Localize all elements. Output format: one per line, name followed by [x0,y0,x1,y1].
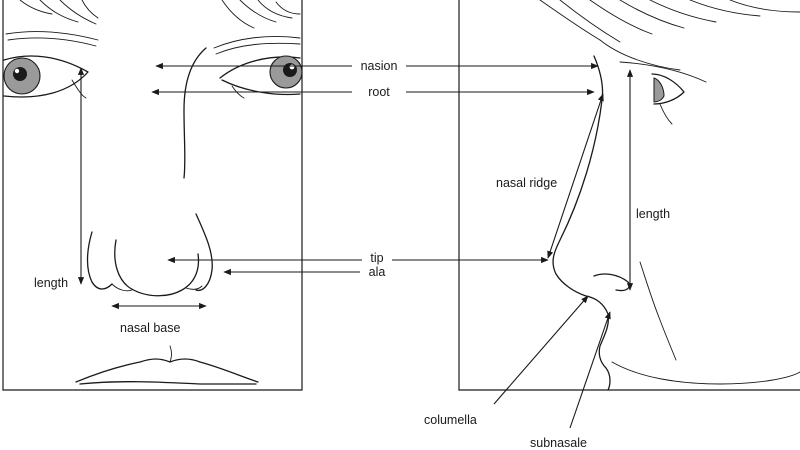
profile-outline [552,55,611,391]
nasal-ridge-arrow [547,93,604,259]
right-eyebrow [213,36,301,55]
label-nasal-ridge: nasal ridge [496,176,557,190]
annotation-arrows [77,62,634,429]
cheek-line [639,261,677,361]
front-hair [19,0,301,29]
label-tip: tip [370,251,383,265]
label-length-front: length [34,276,68,290]
front-lips [75,345,259,385]
label-columella: columella [424,413,477,427]
profile-eye [651,73,685,125]
label-nasion: nasion [361,59,398,73]
columella-arrow [493,295,589,405]
label-nasal-base: nasal base [120,321,181,335]
subnasale-arrow [569,311,611,429]
label-ala: ala [369,265,386,279]
label-root: root [368,85,390,99]
annotation-labels: nasion root tip ala length nasal base na… [34,59,670,450]
profile-eyebrow [619,61,707,83]
profile-lip-line [611,361,800,385]
nose-bridge-line [183,47,207,179]
label-subnasale: subnasale [530,436,587,450]
profile-nostril [593,273,630,292]
left-eyebrow [5,31,99,47]
front-nose [86,213,213,297]
front-panel-frame [2,0,303,391]
left-eye [3,55,89,99]
profile-panel-frame [458,0,800,391]
label-length-profile: length [636,207,670,221]
profile-hair [539,0,800,71]
